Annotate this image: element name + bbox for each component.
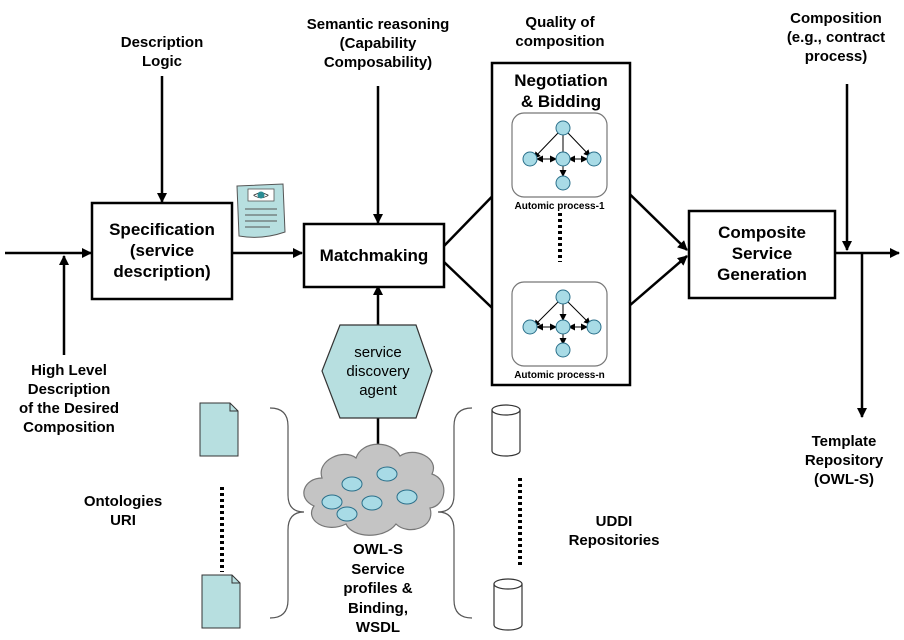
- service-cloud: [303, 443, 445, 536]
- process-n-label: Automic process-n: [514, 370, 605, 381]
- high-level-description-label: High Level Description of the Desired Co…: [18, 362, 120, 436]
- owls-service-profiles-label: OWL-S Service profiles & Binding, WSDL: [343, 541, 413, 636]
- description-logic-label: Description Logic: [120, 34, 204, 70]
- quality-of-composition-label: Quality of composition: [515, 14, 605, 50]
- ontologies-uri-label: Ontologies URI: [83, 493, 163, 529]
- uddi-repositories-label: UDDI Repositories: [568, 513, 660, 549]
- process-1-diagram: [511, 112, 608, 198]
- composite-box-label: Composite Service Generation: [717, 223, 807, 284]
- composition-label: Composition (e.g., contract process): [786, 10, 886, 65]
- process-n-diagram: [511, 281, 608, 367]
- specification-box: [90, 201, 234, 301]
- agent-hexagon: [321, 324, 433, 419]
- negotiation-box-label: Negotiation & Bidding: [514, 71, 608, 111]
- composite-box: [687, 209, 837, 300]
- matchmaking-box-label: Matchmaking: [319, 246, 429, 265]
- left-brace: [269, 407, 305, 619]
- uddi-database-bottom-icon: [493, 578, 523, 631]
- semantic-reasoning-label: Semantic reasoning (Capability Composabi…: [306, 16, 450, 71]
- right-brace: [437, 407, 473, 619]
- service-discovery-agent-label: service discovery agent: [346, 344, 410, 399]
- document-icon: < >: [236, 183, 286, 238]
- matchmaking-box: [302, 222, 446, 289]
- process-1-label: Automic process-1: [514, 201, 605, 212]
- ontology-document-top-icon: [199, 402, 239, 457]
- uddi-database-top-icon: [491, 404, 521, 457]
- template-repository-label: Template Repository (OWL-S): [804, 433, 884, 488]
- ontology-document-bottom-icon: [201, 574, 241, 629]
- specification-box-label: Specification (service description): [109, 220, 215, 281]
